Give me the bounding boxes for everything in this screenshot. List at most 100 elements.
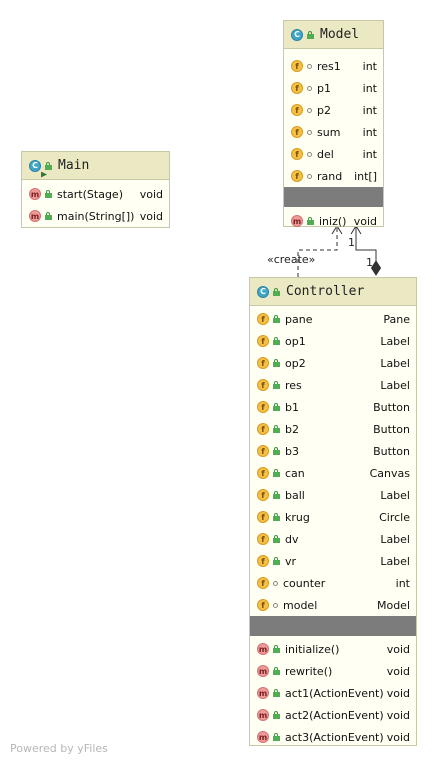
field-name: counter bbox=[283, 576, 326, 590]
method-icon: m bbox=[29, 210, 41, 222]
field-name: del bbox=[317, 147, 334, 161]
class-title: Main bbox=[58, 158, 90, 173]
field-icon: f bbox=[257, 423, 269, 435]
run-badge-icon bbox=[41, 171, 47, 178]
class-icon: C bbox=[291, 28, 303, 41]
field-name: res bbox=[285, 378, 302, 392]
field-type: Button bbox=[373, 444, 410, 458]
field-icon: f bbox=[257, 379, 269, 391]
field-type: int bbox=[362, 59, 377, 73]
field-type: Label bbox=[380, 378, 410, 392]
field-type: Circle bbox=[379, 510, 410, 524]
public-lock-icon bbox=[273, 667, 280, 675]
public-lock-icon bbox=[273, 337, 280, 345]
package-visibility-icon bbox=[307, 63, 312, 69]
field-icon: f bbox=[291, 60, 303, 72]
field-row[interactable]: f res1 int bbox=[284, 55, 383, 77]
field-type: Label bbox=[380, 532, 410, 546]
field-row[interactable]: f res Label bbox=[250, 374, 416, 396]
field-type: int bbox=[362, 103, 377, 117]
class-icon: C bbox=[257, 285, 269, 298]
return-type: void bbox=[139, 209, 163, 223]
public-lock-icon bbox=[273, 513, 280, 521]
field-type: Button bbox=[373, 422, 410, 436]
public-lock-icon bbox=[273, 711, 280, 719]
method-name: iniz() bbox=[319, 214, 347, 228]
return-type: void bbox=[386, 664, 410, 678]
public-lock-icon bbox=[273, 733, 280, 741]
public-lock-icon bbox=[273, 287, 280, 296]
composition-diamond bbox=[370, 260, 382, 276]
field-icon: f bbox=[257, 467, 269, 479]
field-icon: f bbox=[257, 357, 269, 369]
method-row[interactable]: m iniz() void bbox=[284, 210, 383, 232]
field-icon: f bbox=[291, 104, 303, 116]
field-name: sum bbox=[317, 125, 341, 139]
field-name: p1 bbox=[317, 81, 331, 95]
create-dependency-line bbox=[297, 226, 338, 277]
field-icon: f bbox=[257, 489, 269, 501]
field-icon: f bbox=[291, 126, 303, 138]
field-type: int bbox=[362, 147, 377, 161]
field-name: vr bbox=[285, 554, 297, 568]
field-type: Label bbox=[380, 488, 410, 502]
public-lock-icon bbox=[307, 30, 314, 39]
return-type: void bbox=[353, 214, 377, 228]
composition-line bbox=[355, 226, 377, 261]
field-type: int[] bbox=[354, 169, 377, 183]
public-lock-icon bbox=[45, 190, 52, 198]
public-lock-icon bbox=[273, 381, 280, 389]
method-icon: m bbox=[29, 188, 41, 200]
field-type: Label bbox=[380, 356, 410, 370]
public-lock-icon bbox=[273, 469, 280, 477]
multiplicity-controller-end: 1 bbox=[366, 256, 373, 269]
method-name: rewrite() bbox=[285, 664, 333, 678]
field-name: res1 bbox=[317, 59, 341, 73]
field-type: int bbox=[362, 81, 377, 95]
field-name: krug bbox=[285, 510, 310, 524]
method-icon: m bbox=[291, 215, 303, 227]
create-stereotype-label: «create» bbox=[267, 253, 316, 266]
field-name: dv bbox=[285, 532, 299, 546]
field-icon: f bbox=[257, 335, 269, 347]
field-type: int bbox=[395, 576, 410, 590]
return-type: void bbox=[386, 686, 410, 700]
public-lock-icon bbox=[273, 535, 280, 543]
public-lock-icon bbox=[273, 447, 280, 455]
package-visibility-icon bbox=[307, 129, 312, 135]
package-visibility-icon bbox=[273, 602, 278, 608]
field-type: Pane bbox=[383, 312, 410, 326]
method-name: start(Stage) bbox=[57, 187, 123, 201]
public-lock-icon bbox=[273, 557, 280, 565]
method-name: initialize() bbox=[285, 642, 340, 656]
